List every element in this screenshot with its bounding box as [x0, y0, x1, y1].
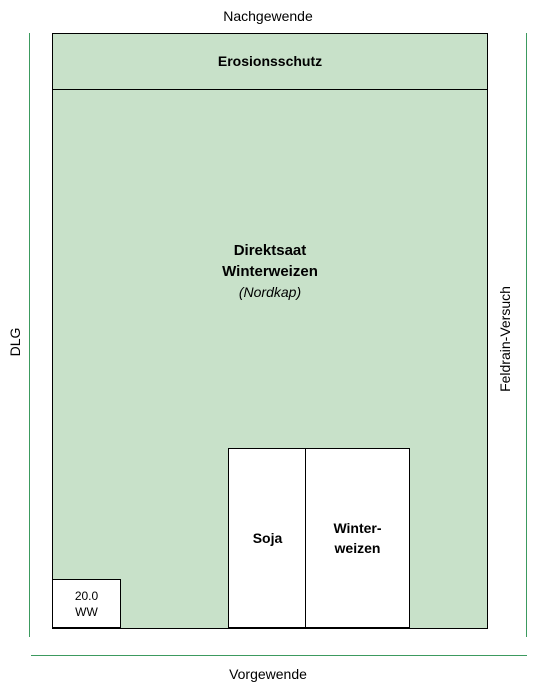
plot-ww-line2: WW: [75, 604, 98, 619]
plot-winterweizen: Winter- weizen: [305, 448, 410, 628]
main-crop-variety: (Nordkap): [238, 284, 302, 300]
main-crop-line2: Winterweizen: [222, 263, 318, 280]
plot-winterweizen-line2: weizen: [334, 540, 381, 556]
erosion-strip-label: Erosionsschutz: [217, 53, 323, 69]
plot-ww: 20.0 WW: [52, 579, 121, 628]
bottom-boundary-line: [31, 655, 527, 656]
main-crop-label: Direktsaat Winterweizen (Nordkap): [52, 240, 488, 303]
side-left-label: DLG: [7, 327, 23, 357]
erosion-strip-divider: [52, 89, 488, 90]
main-crop-line1: Direktsaat: [233, 242, 307, 259]
plot-winterweizen-line1: Winter-: [333, 520, 382, 536]
headland-bottom-label: Vorgewende: [229, 666, 307, 682]
left-boundary-line: [29, 33, 30, 637]
side-right-label: Feldrain-Versuch: [497, 286, 513, 392]
plot-ww-line1: 20.0: [74, 588, 99, 603]
headland-top-label: Nachgewende: [223, 8, 313, 24]
plot-soja: Soja: [228, 448, 307, 628]
plot-soja-label: Soja: [252, 530, 283, 546]
right-boundary-line: [526, 33, 527, 637]
